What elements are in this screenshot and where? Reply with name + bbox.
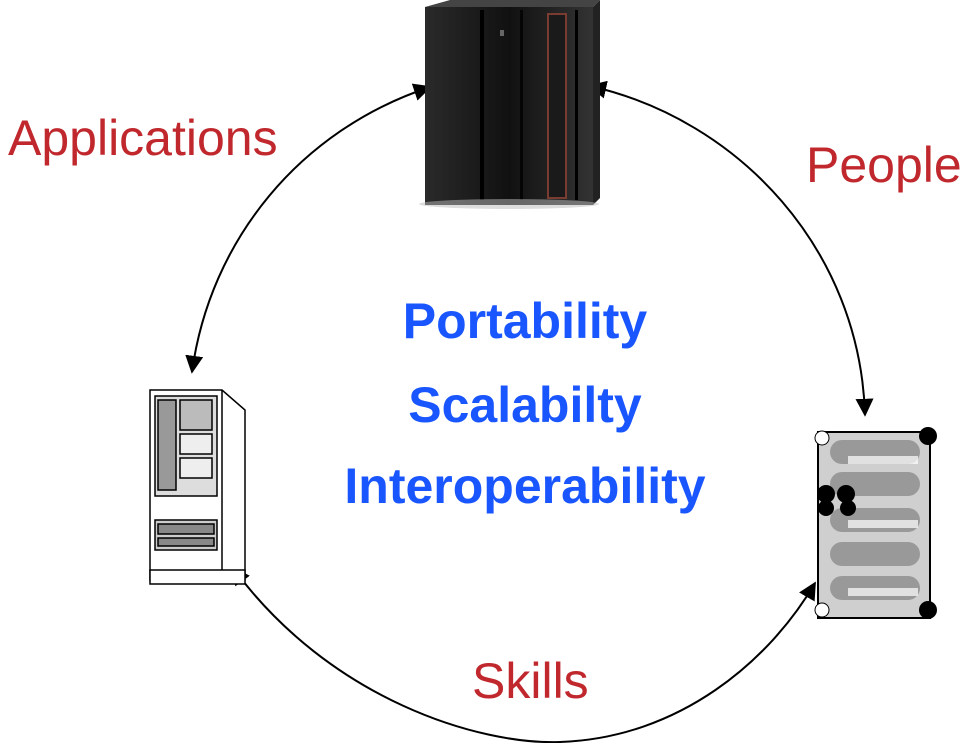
label-applications: Applications [8,110,278,166]
arrow-skills [231,566,816,743]
arrow-applications [185,83,432,374]
rack-server-icon [814,427,937,619]
center-text-interoperability: Interoperability [344,458,706,514]
center-text-portability: Portability [402,293,648,349]
label-people: People [806,137,962,193]
label-skills: Skills [472,653,589,709]
tower-server-icon [149,389,246,585]
mainframe-server-icon [419,0,600,209]
center-text-scalability: Scalabilty [408,377,642,433]
arrow-people [588,80,874,417]
